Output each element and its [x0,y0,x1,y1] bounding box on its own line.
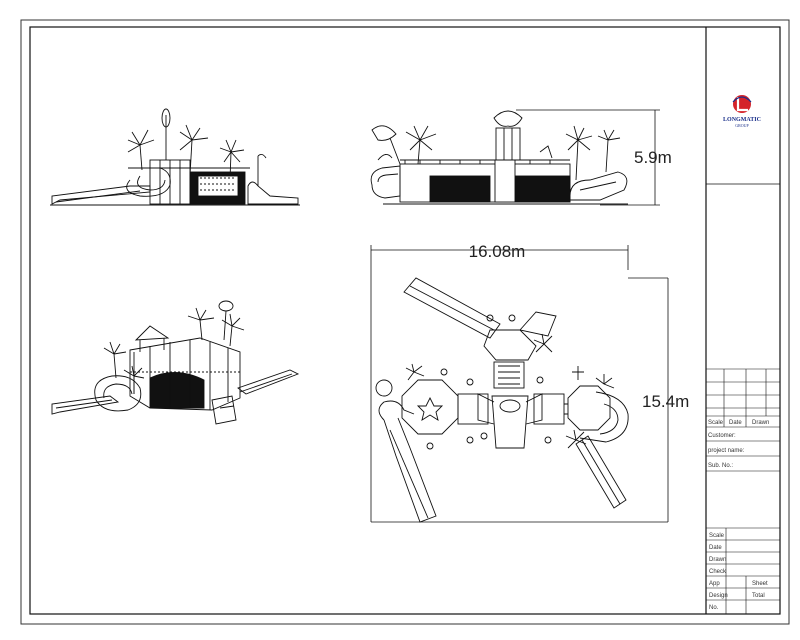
tipping-bucket-icon [218,300,234,341]
tb-b-date: Date [709,545,722,551]
outer-border [20,19,790,625]
palm-tree-icon [405,125,437,165]
palm-tree-icon [179,124,209,176]
plan-dimension-lines [370,245,669,523]
brand-name: LONGMATIC [723,117,761,123]
brand-subname: GROUP [735,123,749,128]
tb-b-total: Total [752,593,765,599]
tb-drawn-label: Drawn [752,420,769,426]
tb-project-label: project name: [708,448,745,454]
tb-subno-label: Sub. No.: [708,463,733,469]
depth-dimension-label: 15.4m [642,392,689,411]
tb-b-scale: Scale [709,533,725,539]
tb-scale-label: Scale [708,420,724,426]
plan-view [370,245,669,523]
palm-tree-icon [565,125,593,181]
tb-b-check: Check [709,569,727,575]
palm-tree-icon [187,307,215,341]
drawing-border [29,26,781,615]
palm-tree-icon [405,363,425,381]
palm-tree-icon [127,129,155,171]
starfish-icon [416,396,444,421]
tb-b-drawn: Drawn [709,557,726,563]
palm-tree-icon [597,129,621,173]
palm-tree-icon [595,374,615,389]
flower-tip-bucket-icon [371,125,401,165]
title-block: LONGMATIC GROUP Scale Date Drawn Custome… [706,95,780,614]
height-dimension-label: 5.9m [634,148,672,167]
tb-date-label: Date [729,420,742,426]
palm-tree-icon [221,313,245,347]
tb-b-design: Design [709,593,728,599]
tb-b-no: No. [709,605,719,611]
side-elevation-view [370,109,660,206]
width-dimension-label: 16.08m [469,242,526,261]
tb-customer-label: Customer: [708,433,736,439]
company-logo-icon [732,95,752,113]
palm-tree-icon [533,333,553,353]
palm-tree-icon [123,365,145,394]
tb-b-app: App [709,581,720,587]
tb-b-sheet: Sheet [752,581,768,587]
front-elevation-view [50,108,300,206]
palm-tree-icon [565,429,587,449]
palm-tree-icon [103,341,127,379]
height-dimension-line [516,109,660,206]
isometric-view [51,300,300,425]
